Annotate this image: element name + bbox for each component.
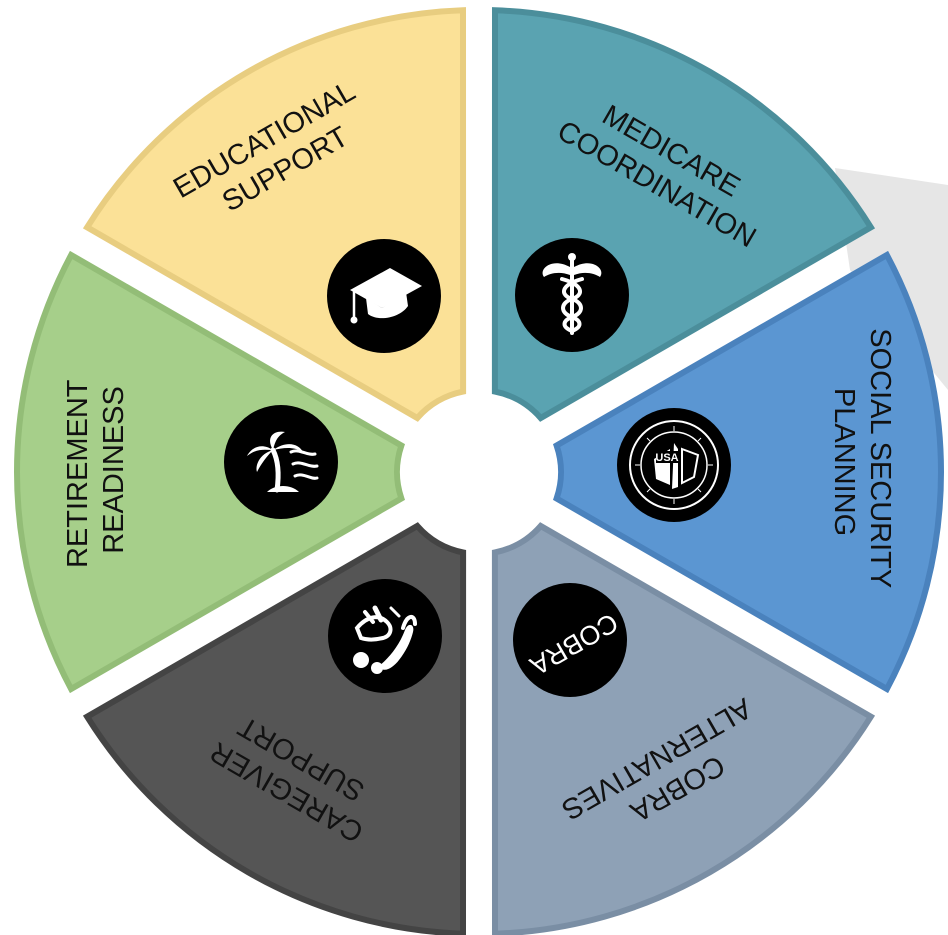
- caduceus-icon: [515, 238, 629, 352]
- graduation-cap-icon: [327, 239, 441, 353]
- social-security-seal-icon: USA: [617, 408, 731, 522]
- segment-social-security-label: SOCIAL SECURITY PLANNING: [828, 328, 896, 596]
- segment-retirement-wedge: [14, 250, 406, 694]
- cobra-badge-icon: COBRA: [513, 583, 627, 697]
- segment-retirement-readiness[interactable]: RETIREMENT READINESS: [14, 250, 406, 694]
- palm-island-icon: [224, 405, 338, 519]
- caregiver-hands-icon: [328, 579, 442, 693]
- segment-social-security-planning[interactable]: SOCIAL SECURITY PLANNING: [552, 250, 944, 694]
- segment-social-security-wedge: [552, 250, 944, 694]
- center-hub: [407, 400, 551, 544]
- seal-text: USA: [655, 452, 678, 464]
- segment-retirement-label: RETIREMENT READINESS: [62, 372, 130, 568]
